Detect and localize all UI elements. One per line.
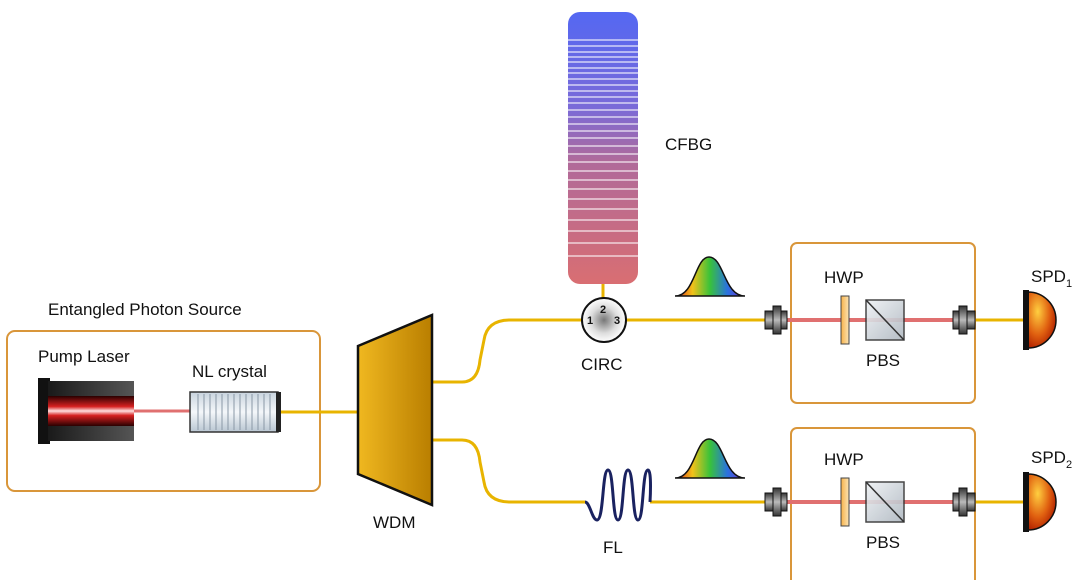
wdm-label: WDM <box>373 513 415 532</box>
spd1-label-base: SPD <box>1031 267 1066 286</box>
nl-crystal-label: NL crystal <box>192 362 267 381</box>
hwp-top <box>840 295 850 345</box>
pbs-bottom <box>865 481 905 523</box>
spd2-label: SPD2 <box>1031 448 1072 471</box>
circ-port-1: 1 <box>587 315 593 327</box>
circ-port-2: 2 <box>600 304 606 316</box>
hwp-bottom <box>840 477 850 527</box>
spd1-detector <box>1023 290 1057 350</box>
spectrum-top-icon <box>674 256 746 297</box>
cfbg-label: CFBG <box>665 135 712 154</box>
source-title: Entangled Photon Source <box>48 300 242 319</box>
spd2-label-base: SPD <box>1031 448 1066 467</box>
spd1-label: SPD1 <box>1031 267 1072 290</box>
pbs-top-label: PBS <box>866 351 900 370</box>
spd1-label-sub: 1 <box>1066 278 1072 290</box>
wdm <box>356 313 434 507</box>
fl-label: FL <box>603 538 623 557</box>
spd2-label-sub: 2 <box>1066 459 1072 471</box>
pbs-bottom-label: PBS <box>866 533 900 552</box>
spectrum-bottom-icon <box>674 438 746 479</box>
collimator-bottom-left <box>764 487 788 517</box>
fiber-loop <box>584 468 652 522</box>
nl-crystal <box>189 391 281 433</box>
hwp-bottom-label: HWP <box>824 450 864 469</box>
collimator-bottom-right <box>952 487 976 517</box>
circ-port-3: 3 <box>614 315 620 327</box>
spd2-detector <box>1023 472 1057 532</box>
collimator-top-right <box>952 305 976 335</box>
pump-laser <box>38 378 134 444</box>
collimator-top-left <box>764 305 788 335</box>
cfbg <box>568 12 638 284</box>
hwp-top-label: HWP <box>824 268 864 287</box>
pump-laser-label: Pump Laser <box>38 347 130 366</box>
fiber-paths <box>281 270 1025 504</box>
pbs-top <box>865 299 905 341</box>
circulator: 1 2 3 <box>581 297 627 343</box>
circ-label: CIRC <box>581 355 623 374</box>
